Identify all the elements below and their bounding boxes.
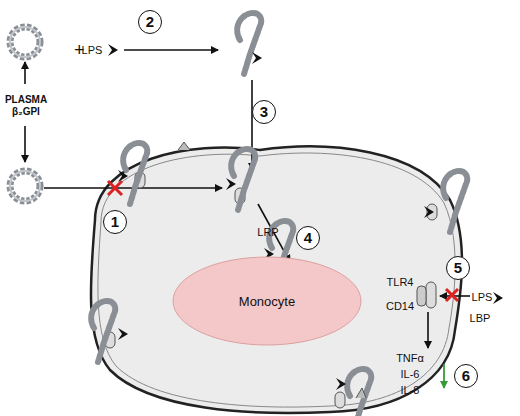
- callout-number: 1: [103, 210, 127, 234]
- receptor-label: LRP: [257, 226, 278, 239]
- molecule-label: PLASMA β₂GPI: [2, 94, 50, 117]
- receptor-label: CD14: [386, 300, 414, 313]
- callout-number: 3: [252, 100, 276, 124]
- molecule-label: LBP: [470, 312, 491, 325]
- cytokine-label: TNFα: [396, 352, 424, 365]
- callout-number: 2: [138, 10, 162, 34]
- receptor-label: TLR4: [387, 276, 414, 289]
- cytokine-label: IL-6: [401, 368, 420, 381]
- callout-number: 4: [296, 226, 320, 250]
- cytokine-label: IL-8: [401, 384, 420, 397]
- molecule-label: LPS: [472, 291, 493, 304]
- molecule-label: LPS: [82, 44, 103, 57]
- callout-number: 5: [446, 256, 470, 280]
- callout-number: 6: [454, 364, 478, 388]
- nucleus: Monocyte: [172, 256, 362, 346]
- cell-name: Monocyte: [172, 256, 362, 346]
